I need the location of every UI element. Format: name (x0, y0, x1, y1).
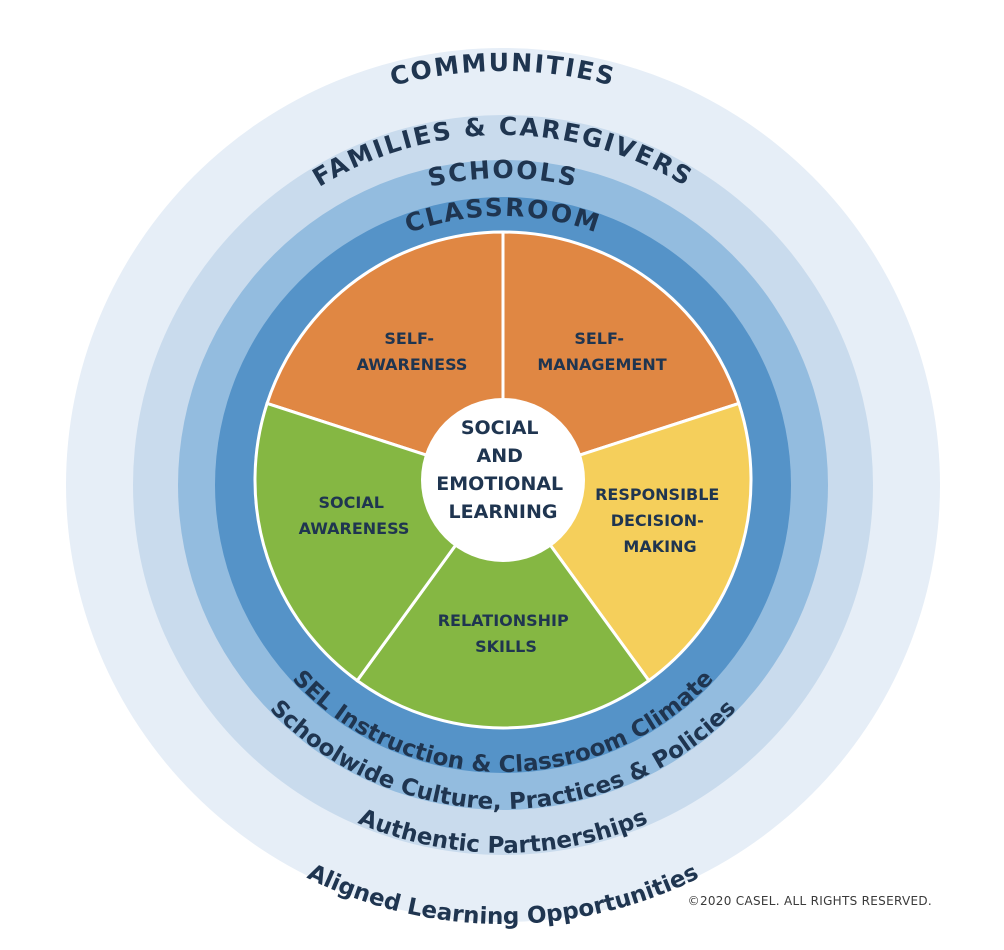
label-responsible-decision-making: RESPONSIBLE DECISION- MAKING (595, 485, 725, 556)
wedge-self-awareness (265, 230, 505, 483)
label-social-awareness: SOCIAL AWARENESS (299, 493, 410, 538)
copyright-notice: ©2020 CASEL. ALL RIGHTS RESERVED. (687, 894, 932, 908)
label-self-awareness: SELF- AWARENESS (357, 329, 468, 374)
wedge-relationship-skills (355, 477, 651, 730)
center-circle (421, 398, 585, 562)
label-relationship-skills: RELATIONSHIP SKILLS (438, 611, 575, 656)
label-self-management: SELF- MANAGEMENT (537, 329, 666, 374)
wedge-self-management (501, 230, 741, 483)
center-label: SOCIAL AND EMOTIONAL LEARNING (436, 417, 570, 523)
